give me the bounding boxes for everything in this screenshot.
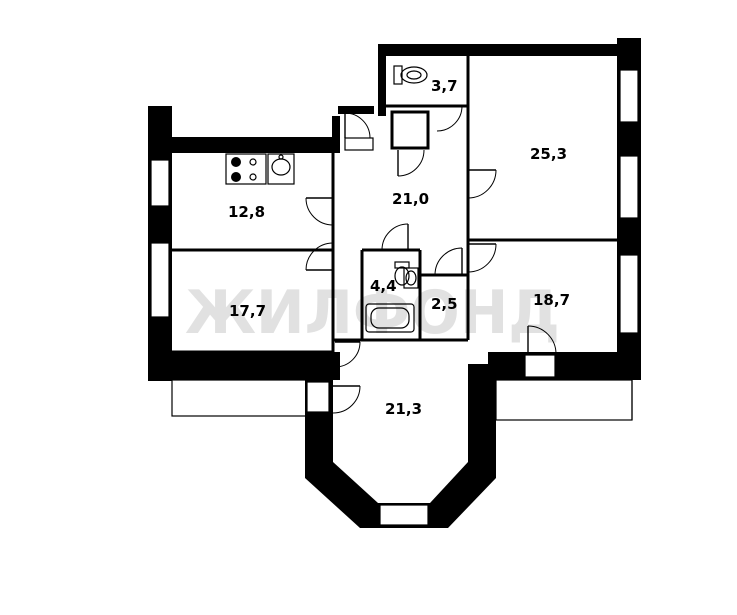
room-area-bedroom-17: 17,7 xyxy=(229,302,266,320)
stove-icon xyxy=(225,153,267,185)
room-area-closet: 2,5 xyxy=(431,295,458,313)
toilet-icon xyxy=(393,65,428,85)
window-icon xyxy=(150,69,639,526)
sink-icon xyxy=(267,153,295,185)
bathtub-icon xyxy=(365,303,415,333)
watermark: ЖИЛФОНД xyxy=(185,278,560,348)
room-area-hall: 21,0 xyxy=(392,190,429,208)
room-area-kitchen: 12,8 xyxy=(228,203,265,221)
door-icon xyxy=(305,105,557,414)
room-area-bay-room: 21,3 xyxy=(385,400,422,418)
toilet-icon xyxy=(394,261,410,286)
room-area-living: 25,3 xyxy=(530,145,567,163)
washbasin-icon xyxy=(403,267,419,289)
room-area-bedroom-18: 18,7 xyxy=(533,291,570,309)
room-area-wc: 3,7 xyxy=(431,77,458,95)
room-area-bath: 4,4 xyxy=(370,277,397,295)
